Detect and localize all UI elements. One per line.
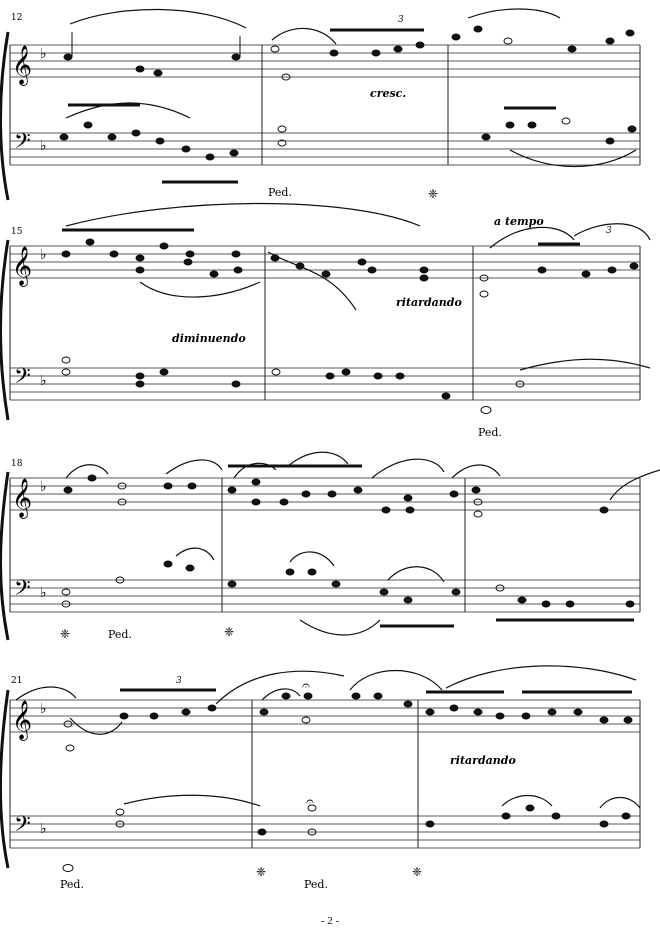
- fermata: 𝄐: [302, 678, 310, 694]
- slurs: [65, 451, 660, 636]
- grand-staff-brace: [0, 31, 10, 201]
- key-signature-flat: ♭: [40, 821, 47, 837]
- key-signature-flat: ♭: [40, 46, 47, 62]
- key-signature-flat: ♭: [40, 701, 47, 717]
- key-signature-flat: ♭: [40, 479, 47, 495]
- pedal-release-marking: ❈: [428, 187, 438, 201]
- bass-staff: [10, 815, 640, 849]
- treble-staff: [10, 477, 640, 511]
- grand-staff-brace: [0, 471, 10, 641]
- key-signature-flat: ♭: [40, 585, 47, 601]
- barlines: [9, 700, 641, 848]
- measure-number: 15: [11, 227, 23, 237]
- treble-clef: 𝄞: [12, 246, 32, 287]
- treble-clef: 𝄞: [12, 45, 32, 86]
- pedal-marking: Ped.: [478, 426, 502, 439]
- notes: [59, 25, 637, 184]
- treble-staff: [10, 44, 640, 78]
- measure-number: 18: [11, 459, 23, 469]
- system-1: 𝄞 𝄢 ♭ ♭ 12: [0, 8, 641, 201]
- grand-staff-brace: [0, 239, 10, 421]
- bass-clef: 𝄢: [14, 812, 31, 842]
- treble-clef: 𝄞: [12, 700, 32, 741]
- bass-staff: [10, 367, 640, 401]
- bass-clef: 𝄢: [14, 129, 31, 159]
- bass-staff: [10, 579, 640, 613]
- barlines: [9, 478, 641, 612]
- pedal-release-marking: ❈: [412, 865, 422, 879]
- tuplet-number: 3: [398, 15, 404, 25]
- notes: [61, 464, 635, 628]
- pedal-marking: Ped.: [108, 628, 132, 641]
- pedal-marking: Ped.: [304, 878, 328, 891]
- system-4: 𝄞 𝄢 ♭ ♭ 21: [0, 665, 641, 891]
- key-signature-flat: ♭: [40, 138, 47, 154]
- key-signature-flat: ♭: [40, 373, 47, 389]
- pedal-release-marking: ❈: [224, 625, 234, 639]
- slurs: [65, 202, 651, 371]
- page-number: - 2 -: [320, 915, 340, 927]
- bass-staff: [10, 132, 640, 166]
- expression-marking: diminuendo: [172, 332, 246, 345]
- expression-marking: ritardando: [450, 754, 516, 767]
- bass-clef: 𝄢: [14, 576, 31, 606]
- measure-number: 12: [11, 13, 22, 23]
- barlines: [9, 45, 641, 165]
- barlines: [9, 246, 641, 400]
- pedal-release-marking: ❈: [60, 627, 70, 641]
- slurs: [15, 665, 641, 809]
- grand-staff-brace: [0, 689, 10, 869]
- expression-marking: a tempo: [494, 215, 544, 228]
- measure-number: 21: [11, 676, 22, 686]
- bass-clef: 𝄢: [14, 364, 31, 394]
- tuplet-number: 3: [176, 676, 182, 686]
- pedal-marking: Ped.: [60, 878, 84, 891]
- system-2: 𝄞 𝄢 ♭ ♭ 15: [0, 202, 651, 439]
- pedal-release-marking: ❈: [256, 865, 266, 879]
- key-signature-flat: ♭: [40, 247, 47, 263]
- system-3: 𝄞 𝄢 ♭ ♭ 18: [0, 451, 660, 641]
- notes: [61, 228, 639, 414]
- tuplet-number: 3: [606, 226, 612, 236]
- fermata: 𝄐: [306, 794, 314, 810]
- pedal-marking: Ped.: [268, 186, 292, 199]
- treble-clef: 𝄞: [12, 478, 32, 519]
- expression-marking: cresc.: [370, 87, 406, 100]
- expression-marking: ritardando: [396, 296, 462, 309]
- treble-staff: [10, 699, 640, 733]
- slurs: [65, 8, 637, 168]
- notes: [62, 688, 633, 872]
